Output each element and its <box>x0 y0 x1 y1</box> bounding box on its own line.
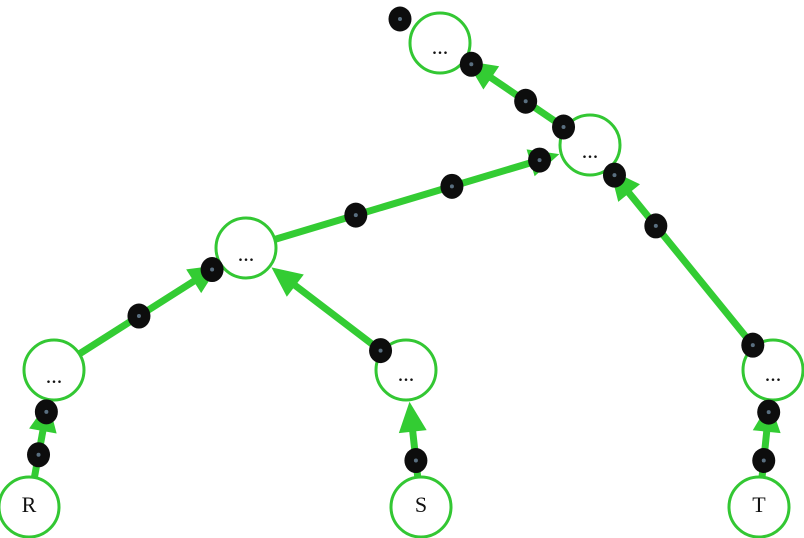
node-circle <box>408 11 472 75</box>
node-label: ... <box>46 363 63 388</box>
node-circle <box>0 475 61 538</box>
node-label: T <box>752 492 766 517</box>
node-circle <box>389 475 453 538</box>
marker-dot-center <box>469 62 474 67</box>
node-n3: ... <box>22 338 86 402</box>
node-n5: ... <box>741 338 804 402</box>
node-label: ... <box>432 34 449 59</box>
edge-marker-dot <box>752 447 776 473</box>
node-label: ... <box>238 241 255 266</box>
node-n1: ... <box>558 113 622 177</box>
edge-marker-dot <box>404 448 428 474</box>
edge-marker-dot <box>552 114 576 140</box>
marker-dot-center <box>750 343 755 348</box>
edge-n5-n1 <box>610 169 759 351</box>
marker-dot-center <box>353 213 358 218</box>
edge-marker-dot <box>757 399 781 425</box>
edge-marker-dot <box>741 332 765 358</box>
marker-dot-center <box>523 99 528 104</box>
edge-markers <box>27 6 781 474</box>
edge-marker-dot <box>602 162 626 188</box>
edge-marker-dot <box>514 88 538 114</box>
marker-dot-center <box>44 409 49 414</box>
edge-n4-n2 <box>271 267 386 356</box>
edge-marker-dot <box>459 51 483 77</box>
edges <box>29 60 781 481</box>
edge-marker-dot <box>644 213 668 239</box>
edge-line <box>271 158 534 244</box>
node-R: R <box>0 475 61 538</box>
marker-dot-center <box>210 267 215 272</box>
node-label: S <box>415 492 427 517</box>
node-label: ... <box>582 138 599 163</box>
node-circle <box>214 216 278 280</box>
marker-dot-center <box>36 452 41 457</box>
node-S: S <box>389 475 453 538</box>
edge-marker-dot <box>528 147 552 173</box>
node-n2: ... <box>214 216 278 280</box>
marker-dot-center <box>766 410 771 415</box>
marker-dot-center <box>761 458 766 463</box>
edge-marker-dot <box>34 399 58 425</box>
arrowhead <box>271 267 304 297</box>
marker-dot-center <box>398 17 402 21</box>
edge-line <box>291 281 386 356</box>
marker-dot-center <box>413 458 418 463</box>
marker-dot-center <box>378 348 383 353</box>
edge-n2-n1 <box>271 149 560 244</box>
nodes: .................. R S T <box>0 11 804 538</box>
edge-marker-dot <box>369 338 393 364</box>
node-label: ... <box>765 361 782 386</box>
edge-line <box>625 189 759 351</box>
marker-dot-center <box>612 173 617 178</box>
node-circle <box>22 338 86 402</box>
marker-dot-center <box>449 184 454 189</box>
edge-marker-dot <box>344 202 368 228</box>
edge-marker-dot <box>200 257 224 283</box>
arrowhead <box>398 401 427 434</box>
edge-marker-dot <box>127 303 151 329</box>
node-circle <box>558 113 622 177</box>
edge-marker-dot <box>388 6 412 32</box>
marker-dot-center <box>537 158 542 163</box>
marker-dot-center <box>653 223 658 228</box>
edge-marker-dot <box>440 173 464 199</box>
marker-dot-center <box>136 314 141 319</box>
node-circle <box>727 475 791 538</box>
node-root: ... <box>408 11 472 75</box>
node-label: R <box>22 492 37 517</box>
node-T: T <box>727 475 791 538</box>
node-label: ... <box>398 361 415 386</box>
marker-dot-center <box>561 125 566 130</box>
edge-marker-dot <box>27 442 51 468</box>
